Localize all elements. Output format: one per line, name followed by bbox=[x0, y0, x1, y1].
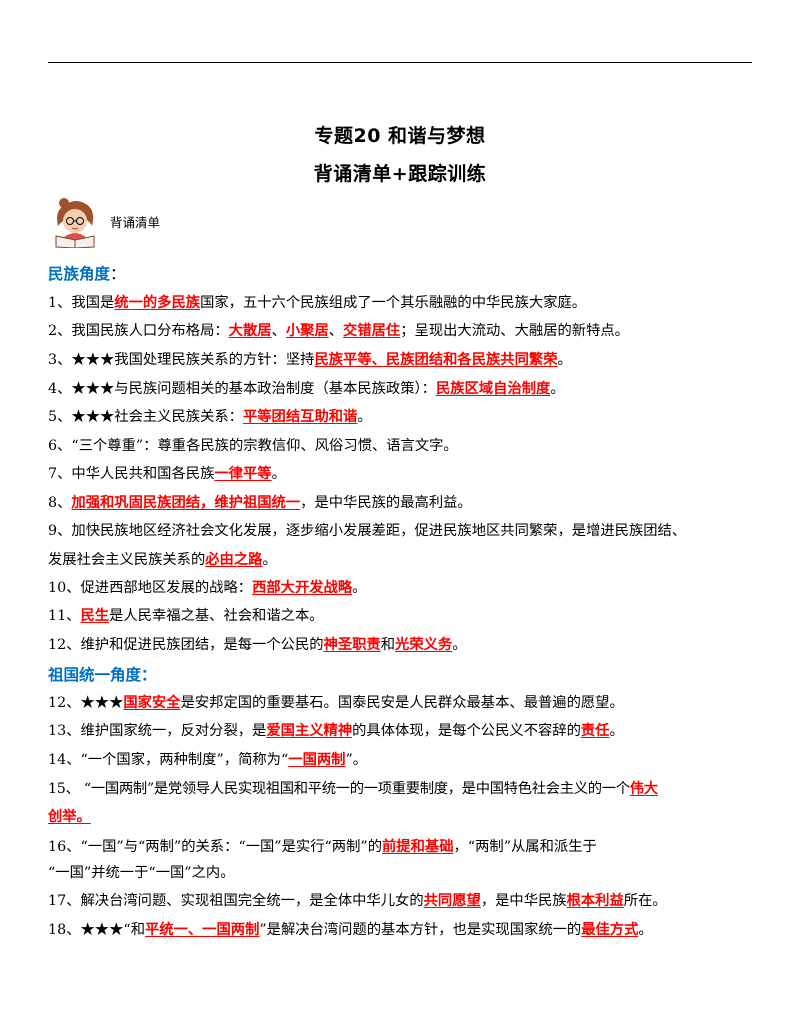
girl-reading-book-icon bbox=[55, 198, 95, 248]
keyword: 神圣职责 bbox=[323, 637, 381, 653]
list-item: 8、加强和巩固民族团结，维护祖国统一，是中华民族的最高利益。 bbox=[48, 495, 472, 511]
keyword: 西部大开发战略 bbox=[252, 580, 353, 596]
keyword: 伟大 bbox=[629, 781, 658, 797]
list-item: 17、解决台湾问题、实现祖国完全统一，是全体中华儿女的共同愿望，是中华民族根本利… bbox=[48, 893, 667, 909]
keyword: 平等团结互助和谐 bbox=[242, 409, 358, 425]
keyword: 共同愿望 bbox=[423, 893, 481, 909]
list-item: 16、“一国”与“两制”的关系：“一国”是实行“两制”的前提和基础，“两制”从属… bbox=[48, 839, 597, 855]
keyword: 平统一、一国两制 bbox=[145, 922, 260, 938]
list-item: 12、维护和促进民族团结，是每一个公民的神圣职责和光荣义务。 bbox=[48, 637, 467, 653]
page-subtitle: 背诵清单+跟踪训练 bbox=[313, 163, 487, 185]
list-item: 15、 “一国两制”是党领导人民实现祖国和平统一的一项重要制度，是中国特色社会主… bbox=[48, 781, 658, 797]
list-item-continuation: 创举。 bbox=[48, 806, 760, 828]
keyword: 交错居住 bbox=[343, 323, 401, 339]
keyword: 根本利益 bbox=[566, 893, 624, 909]
section-heading-minzu: 民族角度： bbox=[48, 265, 126, 283]
keyword: 小聚居 bbox=[285, 323, 329, 339]
keyword: 必由之路 bbox=[205, 552, 263, 568]
page-title: 专题20 和谐与梦想 bbox=[314, 125, 486, 147]
keyword: 加强和巩固民族团结，维护祖国统一 bbox=[71, 495, 301, 511]
list-item: 11、民生是人民幸福之基、社会和谐之本。 bbox=[48, 608, 324, 624]
keyword: 责任 bbox=[580, 723, 610, 739]
keyword: 民生 bbox=[80, 608, 110, 624]
list-item: 10、促进西部地区发展的战略：西部大开发战略。 bbox=[48, 580, 367, 596]
list-item: 1、我国是统一的多民族国家，五十六个民族组成了一个其乐融融的中华民族大家庭。 bbox=[48, 295, 587, 311]
section-heading-zuguo: 祖国统一角度： bbox=[48, 666, 157, 684]
list-item: 7、中华人民共和国各民族一律平等。 bbox=[48, 466, 286, 482]
keyword: 创举。 bbox=[48, 809, 91, 825]
list-item-continuation: 发展社会主义民族关系的必由之路。 bbox=[48, 552, 277, 568]
list-item: 6、“三个尊重”：尊重各民族的宗教信仰、风俗习惯、语言文字。 bbox=[48, 438, 458, 454]
list-item: 12、★★★国家安全是安邦定国的重要基石。国泰民安是人民群众最基本、最普遍的愿望… bbox=[48, 695, 624, 711]
keyword: 国家安全 bbox=[123, 695, 181, 711]
keyword: 爱国主义精神 bbox=[266, 723, 353, 739]
header-rule bbox=[48, 62, 752, 63]
list-item: 14、“一个国家，两种制度”，简称为“一国两制”。 bbox=[48, 752, 368, 768]
keyword: 光荣义务 bbox=[395, 637, 453, 653]
keyword: 民族区域自治制度 bbox=[435, 381, 551, 397]
keyword: 一律平等 bbox=[214, 466, 272, 482]
section-tag: 背诵清单 bbox=[110, 215, 161, 230]
keyword: 大散居 bbox=[228, 323, 272, 339]
list-item: 5、★★★社会主义民族关系：平等团结互助和谐。 bbox=[48, 409, 372, 425]
list-item-continuation: “一国”并统一于“一国”之内。 bbox=[48, 865, 235, 881]
list-item: 18、★★★“和平统一、一国两制”是解决台湾问题的基本方针，也是实现国家统一的最… bbox=[48, 922, 653, 938]
keyword: 统一的多民族 bbox=[114, 295, 201, 311]
keyword: 最佳方式 bbox=[581, 922, 639, 938]
keyword: 民族平等、民族团结和各民族共同繁荣 bbox=[314, 352, 558, 368]
list-item: 4、★★★与民族问题相关的基本政治制度（基本民族政策）：民族区域自治制度。 bbox=[48, 381, 565, 397]
list-item: 3、★★★我国处理民族关系的方针：坚持民族平等、民族团结和各民族共同繁荣。 bbox=[48, 352, 572, 368]
list-item: 13、维护国家统一，反对分裂，是爱国主义精神的具体体现，是每个公民义不容辞的责任… bbox=[48, 723, 624, 739]
list-item: 2、我国民族人口分布格局：大散居、小聚居、交错居住；呈现出大流动、大融居的新特点… bbox=[48, 323, 629, 339]
list-item: 9、加快民族地区经济社会文化发展，逐步缩小发展差距，促进民族地区共同繁荣，是增进… bbox=[48, 523, 687, 539]
keyword: 一国两制 bbox=[288, 752, 346, 768]
keyword: 前提和基础 bbox=[382, 839, 454, 855]
